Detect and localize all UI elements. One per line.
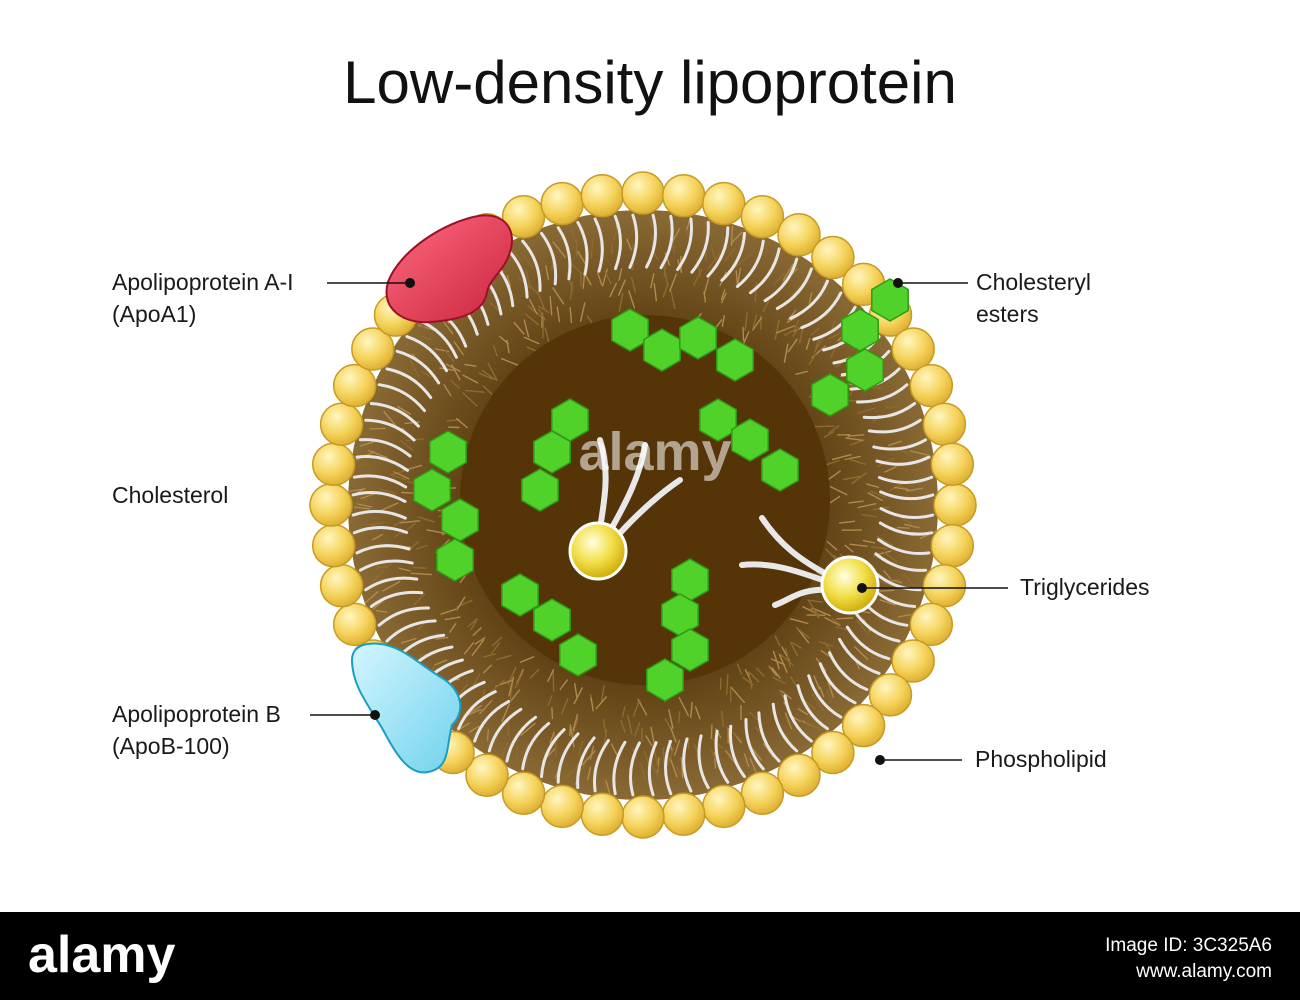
- phospholipid-head: [811, 730, 855, 775]
- label-apolipoprotein-a1: Apolipoprotein A-I (ApoA1): [112, 269, 415, 327]
- phospholipid-heads: [309, 171, 977, 839]
- phospholipid-head: [777, 213, 821, 257]
- phospholipid-head: [465, 753, 509, 797]
- phospholipid-head: [661, 792, 706, 837]
- label-apolipoprotein-b: Apolipoprotein B (ApoB-100): [112, 701, 380, 759]
- phospholipid-head: [702, 784, 746, 829]
- apoa1-label-line1: Apolipoprotein A-I: [112, 269, 294, 295]
- phospholipid-label: Phospholipid: [975, 746, 1107, 772]
- cholesterol-molecule: [811, 278, 909, 417]
- cholesterol-label: Cholesterol: [112, 482, 228, 508]
- phospholipid-head: [922, 402, 967, 446]
- phospholipid-head: [319, 564, 364, 608]
- triglyceride-molecule: [568, 437, 683, 581]
- phospholipid-head: [501, 771, 546, 816]
- phospholipid-head: [777, 753, 821, 797]
- inner-core: [460, 315, 830, 685]
- phospholipid-head: [332, 363, 377, 408]
- phospholipid-head: [311, 523, 356, 568]
- phospholipid-head: [930, 523, 975, 568]
- cholesterol-molecules: [413, 278, 909, 702]
- lipoprotein-particle: [309, 171, 977, 839]
- phospholipid-head: [891, 639, 935, 683]
- phospholipid-head: [740, 771, 785, 816]
- phospholipid-tails: [351, 213, 935, 797]
- triglycerides-label: Triglycerides: [1020, 574, 1150, 600]
- label-triglycerides: Triglycerides: [857, 574, 1150, 600]
- phospholipid-head: [909, 363, 954, 408]
- phospholipid-head: [332, 602, 377, 647]
- phospholipid-head: [661, 173, 706, 218]
- phospholipid-head: [930, 442, 975, 487]
- phospholipid-head: [868, 673, 913, 717]
- page-title: Low-density lipoprotein: [343, 49, 957, 116]
- phospholipid-head: [501, 194, 546, 239]
- phospholipid-head: [909, 602, 954, 647]
- stock-brand-logo: alamy: [28, 926, 176, 984]
- stock-image-id: Image ID: 3C325A6: [1105, 935, 1272, 956]
- fatty-acid-tail-layer: [345, 207, 938, 801]
- cholesterol-molecule: [646, 558, 709, 702]
- cholesterol-molecule: [501, 573, 597, 677]
- label-cholesterol: Cholesterol: [112, 482, 228, 508]
- phospholipid-head: [621, 795, 665, 839]
- phospholipid-head: [740, 194, 785, 239]
- phospholipid-head: [351, 327, 395, 371]
- cholesterol-molecule: [413, 430, 479, 582]
- apolipoprotein-b-shape: [350, 642, 462, 774]
- watermark: alamy: [578, 422, 731, 482]
- phospholipid-head: [811, 235, 855, 280]
- phospholipid-head: [841, 703, 886, 748]
- phospholipid-head: [319, 402, 364, 446]
- cholesteryl-label-line1: Cholesteryl: [976, 269, 1091, 295]
- stock-site-url: www.alamy.com: [1135, 961, 1272, 982]
- apob-label-line2: (ApoB-100): [112, 733, 230, 759]
- phospholipid-head: [621, 171, 665, 215]
- phospholipid-head: [580, 173, 625, 218]
- cholesterol-molecule: [699, 398, 799, 492]
- apolipoprotein-a1-shape: [385, 214, 513, 324]
- phospholipid-head: [580, 792, 625, 837]
- phospholipid-head: [540, 181, 584, 226]
- phospholipid-head: [702, 181, 746, 226]
- phospholipid-head: [891, 327, 935, 371]
- phospholipid-head: [922, 564, 967, 608]
- apoa1-label-line2: (ApoA1): [112, 301, 196, 327]
- phospholipid-head: [540, 784, 584, 829]
- cholesteryl-label-line2: esters: [976, 301, 1039, 327]
- stock-bar: alamy Image ID: 3C325A6 www.alamy.com: [0, 912, 1300, 1000]
- label-cholesteryl-esters: Cholesteryl esters: [893, 269, 1091, 327]
- cholesterol-molecule: [611, 308, 754, 382]
- triglyceride-molecule: [739, 515, 880, 615]
- cholesterol-molecule: [521, 398, 589, 512]
- phospholipid-head: [309, 483, 353, 527]
- label-phospholipid: Phospholipid: [875, 746, 1107, 772]
- phospholipid-head: [933, 483, 977, 527]
- phospholipid-head: [311, 442, 356, 487]
- apob-label-line1: Apolipoprotein B: [112, 701, 281, 727]
